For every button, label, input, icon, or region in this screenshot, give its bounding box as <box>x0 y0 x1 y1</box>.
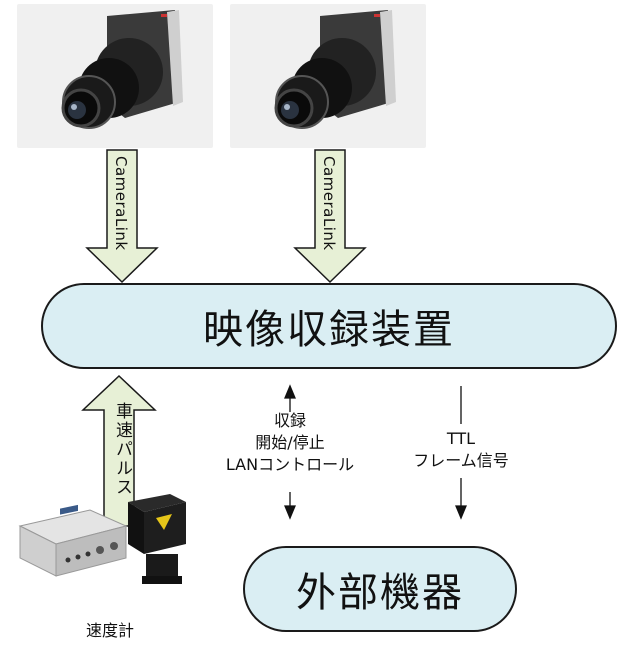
control-double-arrow <box>284 384 296 520</box>
recorder-box: 映像収録装置 <box>41 283 617 369</box>
speed-pulse-label: 車速パルス <box>112 402 132 497</box>
external-device-label: 外部機器 <box>296 570 464 616</box>
camera-image-1 <box>17 4 213 148</box>
recorder-label: 映像収録装置 <box>203 307 455 353</box>
speedometer-image <box>16 492 196 592</box>
cameralink-arrow-2 <box>293 149 367 284</box>
external-device-box: 外部機器 <box>243 546 517 632</box>
ttl-text: TTL フレーム信号 <box>386 428 536 472</box>
speedometer-label: 速度計 <box>85 621 134 640</box>
control-text: 収録 開始/停止 LANコントロール <box>200 410 380 476</box>
control-text-line1: 収録 <box>273 411 306 430</box>
control-text-line2: 開始/停止 <box>255 433 325 452</box>
camera-icon <box>274 10 396 129</box>
ttl-text-line2: フレーム信号 <box>413 451 509 470</box>
camera-image-2 <box>230 4 426 148</box>
control-text-line3: LANコントロール <box>225 455 355 474</box>
speedometer-icon <box>18 494 186 584</box>
camera-icon <box>61 10 183 129</box>
cameralink-arrow-1 <box>85 149 159 284</box>
cameralink-label-1: CameraLink <box>112 156 130 251</box>
ttl-arrow <box>455 386 467 520</box>
cameralink-label-2: CameraLink <box>320 156 338 251</box>
ttl-text-line1: TTL <box>446 429 476 448</box>
